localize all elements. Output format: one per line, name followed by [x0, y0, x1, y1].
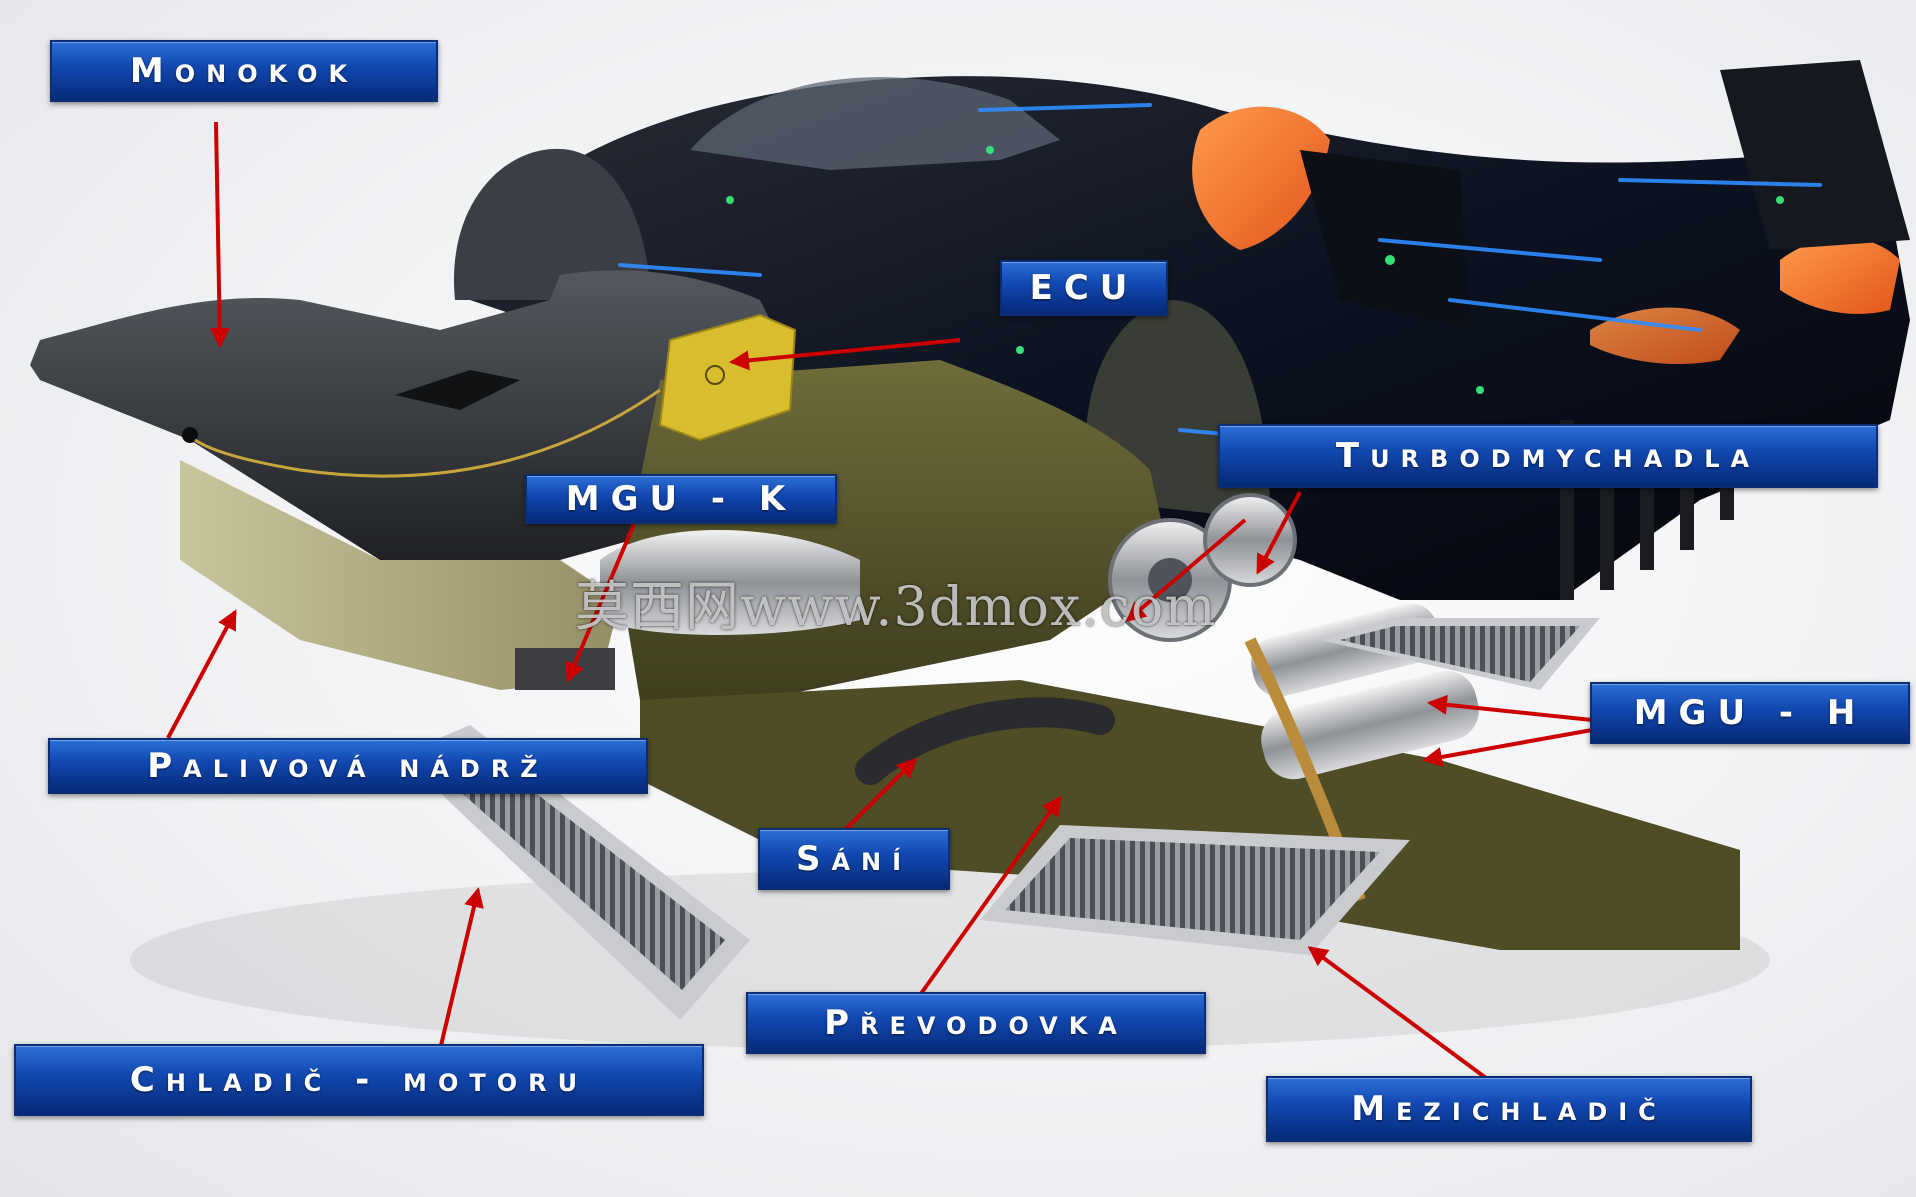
- label-mezichladic: Mezichladič: [1266, 1076, 1752, 1142]
- intake-hose: [855, 697, 1115, 785]
- label-sani: Sání: [758, 828, 950, 890]
- ecu-box: [658, 313, 797, 442]
- arrow-chladic-motoru: [436, 887, 484, 1059]
- powertrain: [600, 360, 1740, 950]
- watermark-text: 莫西网www.3dmox.com: [575, 575, 1217, 638]
- cockpit-opening: [395, 370, 520, 410]
- arrow-mezichladic: [1307, 946, 1507, 1094]
- arrow-turbo-2: [1256, 491, 1302, 575]
- arrow-mgu-h-2: [1422, 728, 1593, 767]
- fuel-tank: [180, 460, 620, 690]
- arrow-mgu-k: [565, 523, 636, 683]
- fuel-tank-vent: [515, 648, 615, 690]
- label-turbodmychadla: Turbodmychadla: [1218, 424, 1878, 488]
- arrow-mgu-h-1: [1427, 694, 1593, 722]
- label-palivova-nadrz: Palivová nádrž: [48, 738, 648, 794]
- label-mgu-h: MGU - H: [1590, 682, 1910, 744]
- turbocharger-right: [1203, 493, 1297, 587]
- livery-orange-front: [1192, 106, 1330, 250]
- arrow-palivova-nadrz: [166, 609, 237, 739]
- arrow-prevodovka: [906, 795, 1062, 1014]
- label-mgu-k: MGU - K: [525, 474, 837, 524]
- ecu-cable: [194, 388, 661, 478]
- car-canopy: [690, 77, 1060, 170]
- mgu-h-cooler: [1340, 626, 1580, 682]
- ecu-logo-icon: [705, 365, 725, 385]
- livery-orange-rear: [1780, 237, 1900, 314]
- mgu-h-unit: [1261, 670, 1479, 780]
- monocoque-port: [182, 427, 198, 443]
- intake-plenum: [600, 530, 860, 635]
- label-chladic-motoru: Chladič - motoru: [14, 1044, 704, 1116]
- label-ecu: ECU: [1000, 260, 1168, 316]
- intercooler: [1005, 838, 1380, 940]
- front-wheel-arch: [453, 148, 650, 300]
- engine-radiator: [425, 742, 725, 990]
- car-body: [453, 60, 1910, 600]
- label-prevodovka: Převodovka: [746, 992, 1206, 1054]
- arrow-monokok: [209, 121, 230, 348]
- arrow-turbo-1: [1125, 518, 1247, 622]
- callout-arrows: [166, 121, 1593, 1094]
- label-monokok: Monokok: [50, 40, 438, 102]
- arrow-ecu: [729, 338, 961, 371]
- livery-green-dots: [726, 146, 1784, 394]
- rear-wing: [1720, 60, 1910, 250]
